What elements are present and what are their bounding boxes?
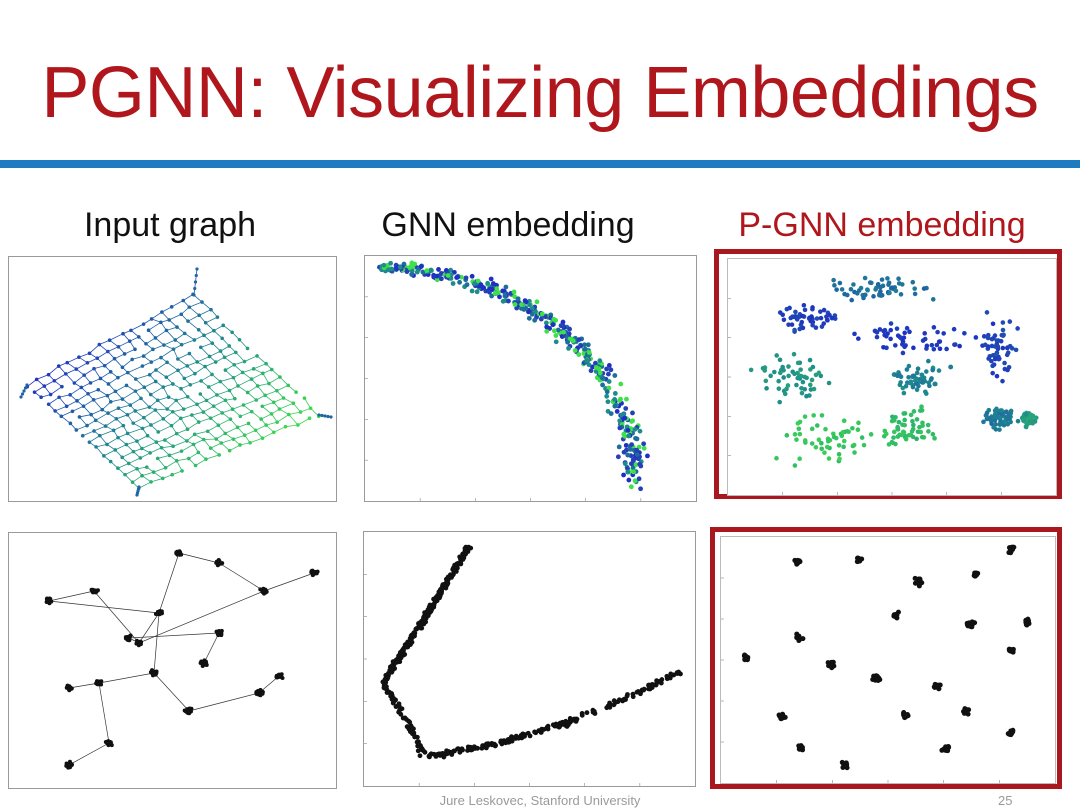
gnn-embedding-points <box>377 260 650 492</box>
gnn-embedding-arc-points <box>380 544 683 760</box>
input-graph-mesh <box>19 267 333 497</box>
panel-input-graph-grid <box>8 256 337 502</box>
highlight-box-top <box>714 249 1062 499</box>
footer-author: Jure Leskovec, Stanford University <box>439 793 641 808</box>
plot-pgnn-embedding-clusters <box>721 544 1032 783</box>
title-divider <box>0 160 1080 168</box>
column-title-input-graph: Input graph <box>83 206 257 244</box>
plot-gnn-embedding-clusters <box>364 544 683 786</box>
panel-gnn-embedding-clusters <box>363 531 696 787</box>
highlight-box-bottom <box>710 527 1062 789</box>
panel-pgnn-embedding-clusters <box>720 536 1056 784</box>
page-number: 25 <box>998 793 1013 808</box>
input-graph-cluster-tree <box>44 549 320 770</box>
pgnn-embedding-cluster-points <box>741 544 1032 771</box>
plot-gnn-embedding-grid <box>365 260 650 501</box>
column-title-pgnn-embedding: P-GNN embedding <box>738 206 1026 244</box>
column-title-gnn-embedding: GNN embedding <box>381 206 635 244</box>
panel-gnn-embedding-grid <box>364 255 697 502</box>
plot-pgnn-embedding-grid <box>728 275 1039 495</box>
slide-title: PGNN: Visualizing Embeddings <box>41 53 1039 133</box>
pgnn-embedding-points <box>748 275 1039 468</box>
panel-pgnn-embedding-grid <box>727 258 1057 496</box>
panel-input-graph-clusters <box>8 532 337 789</box>
plot-input-graph-clusters <box>44 549 320 770</box>
plot-input-graph-grid <box>19 267 333 497</box>
